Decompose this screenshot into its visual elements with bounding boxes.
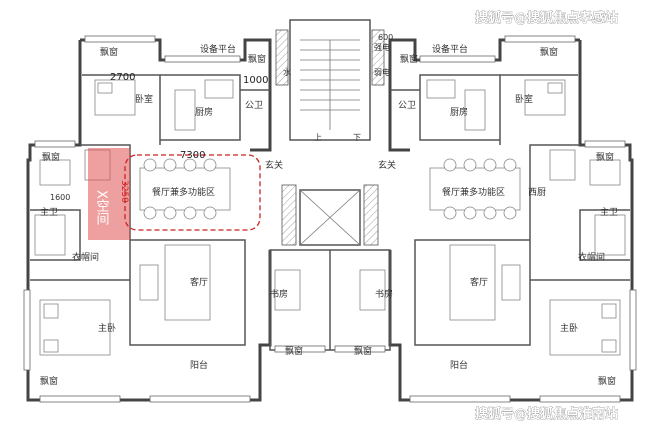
right-furniture: [359, 79, 626, 356]
label-baywindow-left-top: 飘窗: [100, 46, 118, 58]
label-baywindow-right-mid: 飘窗: [596, 151, 614, 163]
label-balcony-right: 阳台: [450, 359, 468, 371]
label-closet-right: 衣帽间: [578, 251, 605, 263]
dim-2700: 2700: [110, 72, 135, 83]
label-weak-power: 弱电: [374, 67, 390, 77]
label-public-bath-left: 公卫: [245, 100, 263, 111]
label-living-left: 客厅: [190, 276, 208, 288]
label-baywindow-left-top2: 飘窗: [248, 53, 266, 65]
label-strong-power: 强电: [374, 42, 390, 52]
label-baywindow-right-bottom: 飘窗: [598, 375, 616, 387]
x-space-label: X空间: [94, 190, 110, 225]
watermark-top: 搜狐号@搜狐焦点孝感站: [475, 10, 618, 26]
label-master-bath-left: 主卫: [40, 206, 58, 218]
label-closet-left: 衣帽间: [72, 251, 99, 263]
label-dining-left: 餐厅兼多功能区: [152, 186, 215, 198]
core: [269, 19, 391, 351]
label-master-bath-right: 主卫: [600, 206, 618, 218]
dim-1600: 1600: [50, 193, 70, 202]
label-western-kitchen-right: 西厨: [528, 187, 546, 198]
dim-600: 600: [378, 33, 393, 42]
label-master-bedroom-right: 主卧: [560, 322, 578, 334]
dim-1000: 1000: [243, 75, 268, 86]
label-living-right: 客厅: [470, 276, 488, 288]
dim-7300: 7300: [180, 150, 205, 161]
label-public-bath-right: 公卫: [398, 100, 416, 111]
label-water: 水: [283, 67, 291, 77]
label-bedroom-right: 卧室: [515, 93, 533, 105]
label-baywindow-left-bottom: 飘窗: [40, 375, 58, 387]
label-baywindow-right-study: 飘窗: [354, 345, 372, 357]
label-study-right: 书房: [375, 288, 393, 300]
label-bedroom-left: 卧室: [135, 93, 153, 105]
label-baywindow-left-study: 飘窗: [285, 345, 303, 357]
label-master-bedroom-left: 主卧: [98, 322, 116, 334]
label-stair-down: 下: [353, 133, 361, 142]
windows: [23, 35, 637, 403]
label-dining-right: 餐厅兼多功能区: [442, 186, 505, 198]
label-foyer-left: 玄关: [265, 159, 283, 171]
dining-zone-outline: [124, 154, 261, 231]
label-kitchen-left: 厨房: [195, 106, 213, 118]
label-baywindow-right-top: 飘窗: [540, 46, 558, 58]
x-space-highlight: [88, 148, 130, 240]
label-study-left: 书房: [270, 288, 288, 300]
x-space-dimension: 3250: [119, 180, 129, 203]
label-stair-up: 上: [314, 133, 322, 142]
label-equipment-platform-left: 设备平台: [200, 43, 236, 55]
watermark-bottom: 搜狐号@搜狐焦点淮南站: [475, 406, 618, 422]
label-equipment-platform-right: 设备平台: [432, 43, 468, 55]
label-kitchen-right: 厨房: [450, 106, 468, 118]
label-baywindow-right-top2: 飘窗: [400, 53, 418, 65]
label-baywindow-left-mid: 飘窗: [42, 151, 60, 163]
label-balcony-left: 阳台: [190, 359, 208, 371]
label-foyer-right: 玄关: [378, 159, 396, 171]
